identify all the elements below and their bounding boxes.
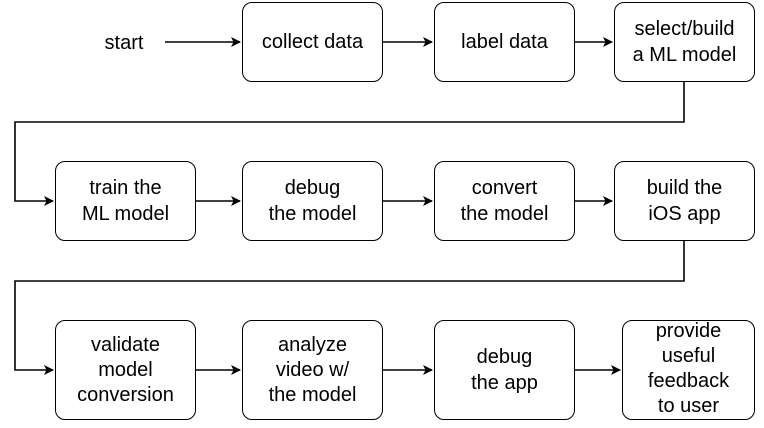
step-label-data: label data bbox=[434, 2, 575, 82]
step-analyze-video: analyze video w/ the model bbox=[242, 320, 383, 420]
arrow-select-to-train bbox=[14, 82, 685, 206]
step-validate-conversion: validate model conversion bbox=[55, 320, 196, 420]
step-label: collect data bbox=[261, 31, 364, 53]
step-label: label data bbox=[461, 31, 548, 53]
step-label: train the ML model bbox=[81, 177, 170, 225]
step-label: build the iOS app bbox=[646, 177, 723, 225]
step-label: select/build a ML model bbox=[632, 18, 737, 66]
step-label: debug the app bbox=[471, 346, 538, 394]
step-collect-data: collect data bbox=[242, 2, 383, 82]
step-label: debug the model bbox=[268, 177, 357, 225]
step-label: validate model conversion bbox=[77, 333, 174, 406]
step-convert-model: convert the model bbox=[434, 161, 575, 241]
step-provide-feedback: provide useful feedback to user bbox=[622, 320, 755, 420]
step-debug-app: debug the app bbox=[434, 320, 575, 420]
step-train-model: train the ML model bbox=[55, 161, 196, 241]
step-label: convert the model bbox=[460, 177, 549, 225]
step-build-ios-app: build the iOS app bbox=[614, 161, 755, 241]
start-label: start bbox=[104, 32, 144, 54]
step-label: analyze video w/ the model bbox=[268, 333, 357, 406]
arrow-build-to-validate bbox=[14, 241, 685, 375]
step-debug-model: debug the model bbox=[242, 161, 383, 241]
step-select-build-model: select/build a ML model bbox=[614, 2, 755, 82]
step-label: provide useful feedback to user bbox=[647, 320, 730, 417]
